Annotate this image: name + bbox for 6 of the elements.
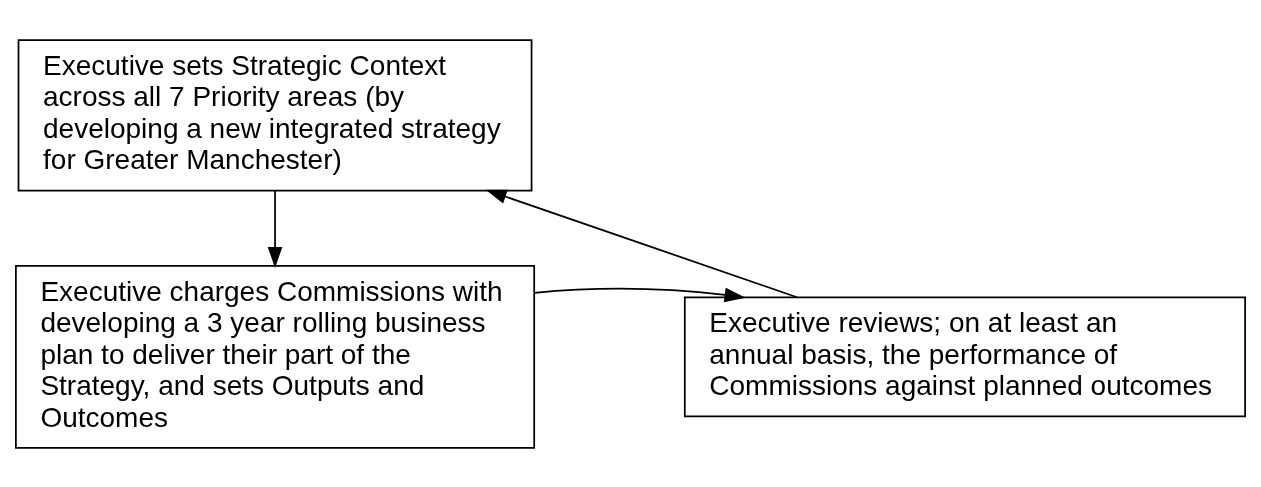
node-box: Executive sets Strategic Context across all 7 Priority areas (by developing a new integrated strategy for Greater Manchester) [17, 38, 533, 191]
arrow [485, 189, 798, 298]
arrow [533, 287, 746, 302]
node-box: Executive charges Commissions with developing a 3 year rolling business plan to deliver their part of the Strategy, and sets Outputs and Outcomes [15, 264, 536, 449]
arrow [267, 189, 283, 268]
node-box: Executive reviews; on at least an annual basis, the performance of Commissions against planned outcomes [683, 296, 1246, 417]
